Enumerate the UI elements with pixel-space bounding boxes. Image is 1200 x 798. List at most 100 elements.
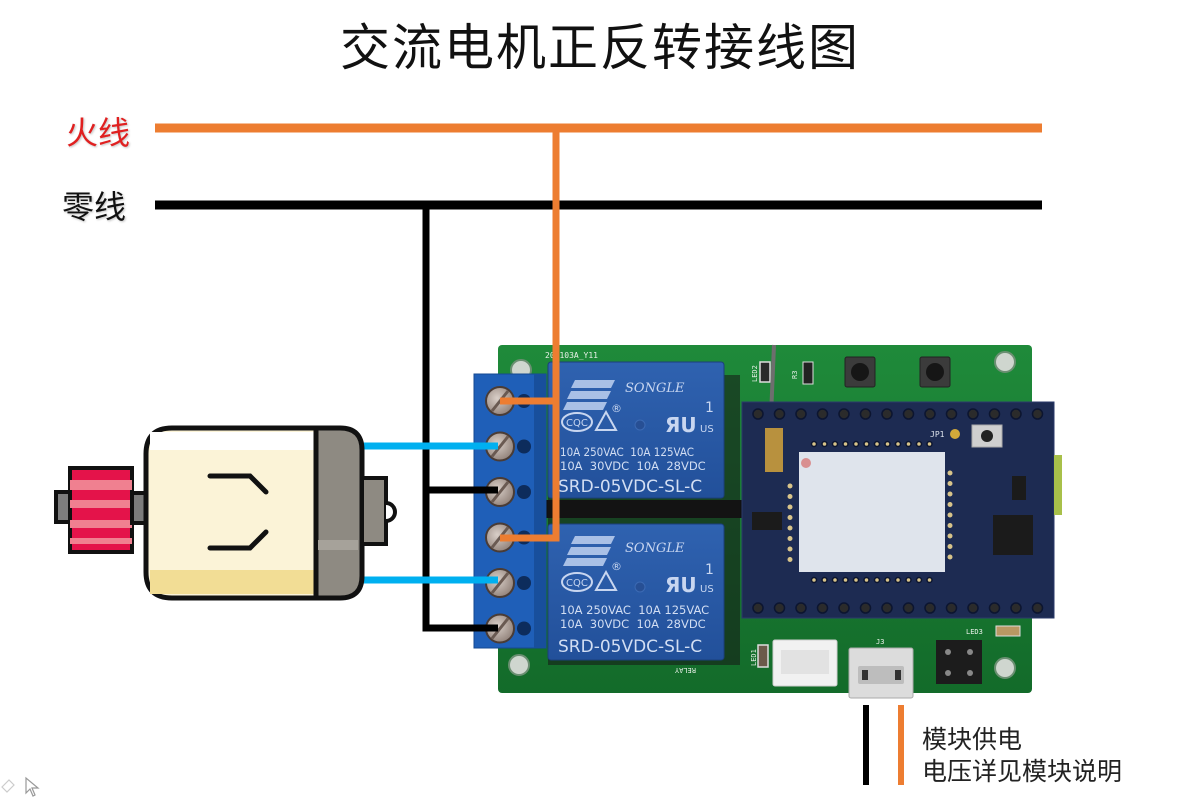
header-pin	[1031, 602, 1044, 614]
module-pad	[810, 576, 818, 584]
header-pin	[988, 408, 1001, 420]
header-pin	[881, 602, 893, 614]
module-header-top	[752, 408, 1044, 420]
relay-pin-hole	[634, 419, 646, 431]
module-pad	[787, 504, 793, 510]
header-pin	[773, 602, 786, 614]
header-pin	[838, 602, 850, 614]
module-pads-bottom	[810, 576, 933, 584]
push-button-s2[interactable]	[919, 356, 951, 388]
relay-rating-1: 10A 250VAC 10A 125VAC	[560, 445, 694, 459]
mounting-hole	[994, 657, 1016, 679]
relay-pin-hole	[634, 581, 646, 593]
header-pin	[838, 408, 850, 420]
module-pad	[787, 515, 793, 520]
pin-header-2x2[interactable]	[936, 640, 982, 684]
module-chip	[993, 515, 1033, 555]
silk-relay-label: RELAY	[674, 666, 696, 674]
module-pad	[947, 491, 953, 497]
relay-cert-suffix: US	[700, 584, 714, 595]
module-pad	[787, 557, 793, 562]
terminal-screw-2[interactable]	[485, 431, 531, 462]
module-pad	[787, 483, 793, 489]
terminal-block	[473, 373, 547, 649]
wire-entry-hole	[517, 621, 531, 636]
module-pad	[863, 576, 870, 584]
relay-rating-2: 10A 30VDC 10A 28VDC	[560, 459, 706, 473]
relay-2: SONGLE ® CQC ЯU 1 US 10A 250VAC 10A 125V…	[547, 523, 725, 661]
jst-power-connector[interactable]	[772, 639, 838, 687]
live-wire-label: 火线	[66, 114, 131, 152]
relay-cert-left: CQC	[566, 418, 588, 429]
relay-1: SONGLE ® CQC ЯU 1 US 10A 250VAC 10A 125V…	[547, 361, 725, 499]
module-jp1-label: JP1	[930, 430, 945, 439]
module-pad	[852, 440, 860, 448]
header-pin	[945, 602, 958, 614]
module-pad	[873, 576, 881, 584]
module-pad	[947, 523, 953, 528]
mounting-hole	[508, 654, 530, 676]
header-pin	[816, 602, 829, 614]
module-pads-left	[787, 483, 793, 562]
cqc-mark-icon	[561, 412, 593, 432]
header-pin	[967, 602, 979, 614]
diagram-title: 交流电机正反转接线图	[340, 19, 860, 77]
live-wire-branch	[500, 128, 560, 542]
module-reset-button[interactable]	[971, 424, 1003, 448]
silk-led1: LED1	[750, 649, 758, 666]
module-pad	[787, 525, 793, 531]
module-regulator	[752, 512, 782, 530]
header-pin	[859, 408, 872, 420]
module-pad	[947, 470, 953, 476]
resistor-r3	[802, 361, 814, 385]
module-pad	[810, 440, 818, 448]
silk-j3: J3	[876, 638, 884, 646]
relay-cert-number: 1	[705, 562, 714, 578]
header-pin	[945, 408, 958, 420]
relay-model: SRD-05VDC-SL-C	[558, 477, 702, 497]
header-pin	[859, 602, 872, 614]
silkscreen-top: 20_103A_Y11	[545, 351, 598, 360]
module-transistor	[1012, 476, 1026, 500]
module-pad	[894, 440, 902, 448]
silk-r3: R3	[791, 371, 799, 379]
module-pad	[905, 576, 912, 584]
ul-mark-icon: ЯU	[665, 573, 697, 597]
mounting-hole	[994, 351, 1016, 373]
diamond-icon	[1, 779, 15, 793]
module-pad	[842, 440, 849, 448]
push-button-s1[interactable]	[844, 356, 876, 388]
songle-logo-icon	[563, 536, 615, 566]
songle-logo-icon	[563, 380, 615, 410]
triangle-cert-icon	[594, 569, 618, 591]
led3-indicator	[995, 625, 1021, 637]
terminal-screw-3[interactable]	[485, 477, 531, 507]
relay-model: SRD-05VDC-SL-C	[558, 637, 702, 657]
wire-entry-hole	[517, 485, 531, 499]
led1-indicator	[757, 644, 769, 668]
module-pad	[884, 440, 891, 448]
terminal-screw-5[interactable]	[485, 568, 531, 598]
relay-board: 20_103A_Y11 SONGLE ® CQC ЯU 1 US 10A 250…	[473, 344, 1062, 699]
screw-slot-icon	[490, 572, 510, 594]
neutral-wire-label: 零线	[62, 188, 127, 226]
relay-rating-1: 10A 250VAC 10A 125VAC	[560, 603, 709, 617]
header-pin	[924, 408, 936, 420]
registered-icon: ®	[611, 402, 622, 415]
screw-slot-icon	[490, 617, 510, 640]
module-pad	[894, 576, 902, 584]
module-header-bottom	[752, 602, 1044, 614]
triangle-cert-icon	[594, 409, 618, 431]
wireless-module: JP1	[741, 401, 1055, 619]
module-pad	[787, 536, 793, 541]
relay-cert-number: 1	[705, 400, 714, 416]
header-pin	[795, 602, 807, 614]
micro-usb-port[interactable]	[848, 647, 914, 699]
power-note-line-1: 模块供电	[922, 725, 1023, 754]
mouse-cursor-icon	[25, 776, 40, 797]
screw-slot-icon	[490, 481, 510, 503]
module-pad	[926, 440, 933, 448]
header-pin	[1010, 602, 1022, 614]
header-pin	[902, 602, 915, 614]
